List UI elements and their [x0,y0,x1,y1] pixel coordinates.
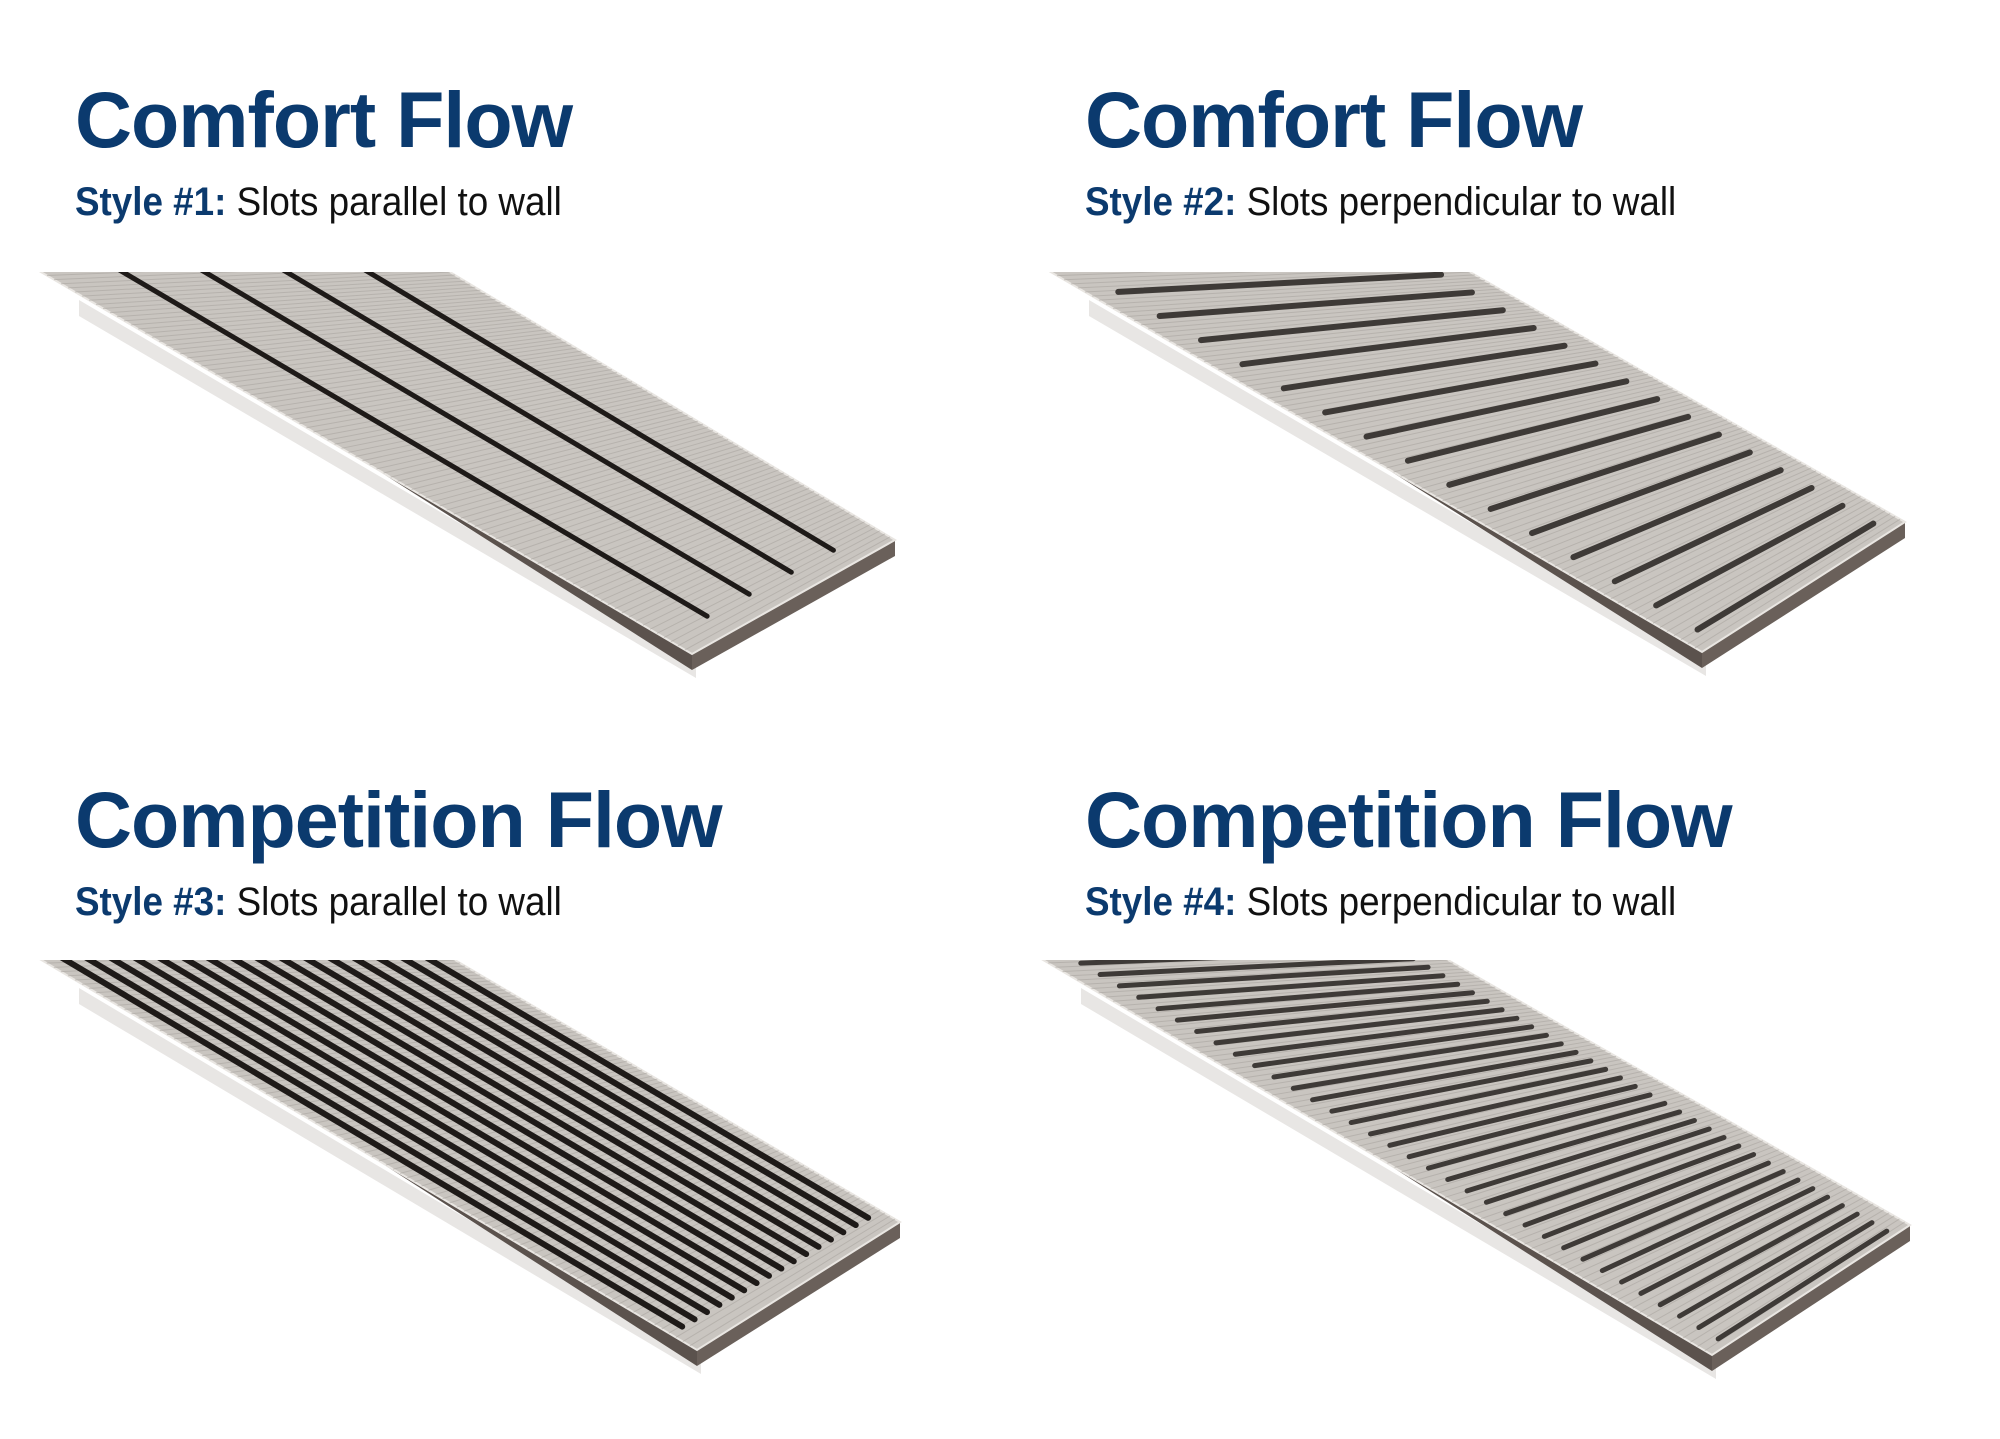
grate-style-1 [38,272,897,678]
style-label: Style #3: [75,880,227,924]
panel-title: Competition Flow [75,775,723,864]
panel-title: Comfort Flow [1085,75,1583,164]
style-label: Style #2: [1085,180,1237,224]
style-description: Slots perpendicular to wall [1246,180,1677,224]
panel-title: Comfort Flow [75,75,573,164]
style-description: Slots perpendicular to wall [1246,880,1677,924]
panel-style-1: Comfort Flow Style #1: Slots parallel to… [75,80,975,700]
panel-title: Competition Flow [1085,775,1733,864]
panel-subtitle: Style #4: Slots perpendicular to wall [1085,882,1676,922]
grate-style-3 [39,960,902,1374]
grate-style-2 [1048,272,1907,676]
style-description: Slots parallel to wall [236,180,562,224]
style-label: Style #1: [75,180,227,224]
grate-style-4 [1041,960,1912,1379]
panel-subtitle: Style #1: Slots parallel to wall [75,182,562,222]
panel-style-4: Competition Flow Style #4: Slots perpend… [1085,780,1985,1400]
panel-style-2: Comfort Flow Style #2: Slots perpendicul… [1085,80,1985,700]
panel-subtitle: Style #3: Slots parallel to wall [75,882,562,922]
panel-subtitle: Style #2: Slots perpendicular to wall [1085,182,1676,222]
style-description: Slots parallel to wall [236,880,562,924]
style-label: Style #4: [1085,880,1237,924]
panel-style-3: Competition Flow Style #3: Slots paralle… [75,780,975,1400]
